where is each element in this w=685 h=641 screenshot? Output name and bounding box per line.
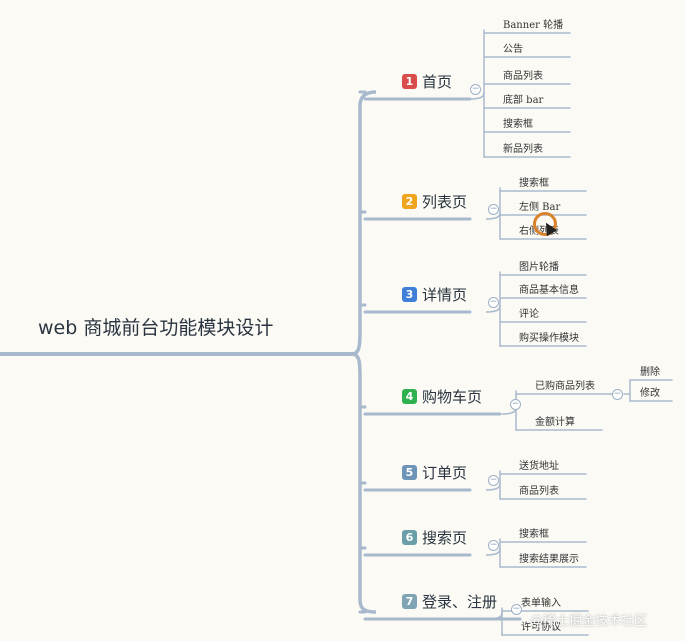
- number-badge: 7: [402, 594, 417, 609]
- leaf-node[interactable]: Banner 轮播: [503, 20, 564, 31]
- leaf-node[interactable]: 许可协议: [521, 622, 561, 633]
- mouse-cursor-highlight: [533, 212, 557, 236]
- leaf-node[interactable]: 金额计算: [535, 417, 575, 428]
- leaf-node[interactable]: 搜索框: [519, 178, 549, 189]
- branch-label: 详情页: [422, 286, 468, 304]
- collapse-toggle-icon[interactable]: −: [488, 297, 499, 308]
- branch-5[interactable]: 5 订单页: [402, 462, 467, 483]
- branch-6[interactable]: 6 搜索页: [402, 527, 467, 548]
- collapse-toggle-icon[interactable]: −: [470, 84, 481, 95]
- collapse-toggle-icon[interactable]: −: [612, 389, 623, 400]
- collapse-toggle-icon[interactable]: −: [488, 204, 499, 215]
- branch-1[interactable]: 1 首页: [402, 71, 452, 92]
- branch-3[interactable]: 3 详情页: [402, 284, 467, 305]
- leaf-node[interactable]: 搜索结果展示: [519, 554, 579, 565]
- leaf-node[interactable]: 商品基本信息: [519, 285, 579, 296]
- leaf-node[interactable]: 搜索框: [519, 529, 549, 540]
- leaf-node[interactable]: 修改: [640, 388, 660, 399]
- branch-2[interactable]: 2 列表页: [402, 191, 467, 212]
- branch-label: 登录、注册: [422, 593, 498, 611]
- leaf-node[interactable]: 搜索框: [503, 119, 533, 130]
- leaf-node[interactable]: 左侧 Bar: [519, 202, 561, 213]
- branch-label: 首页: [422, 73, 453, 91]
- leaf-node[interactable]: 新品列表: [503, 144, 543, 155]
- number-badge: 5: [402, 465, 417, 480]
- leaf-node[interactable]: 商品列表: [503, 71, 543, 82]
- root-topic[interactable]: web 商城前台功能模块设计: [38, 317, 274, 339]
- number-badge: 2: [402, 194, 417, 209]
- leaf-node[interactable]: 已购商品列表: [535, 381, 595, 392]
- branch-4[interactable]: 4 购物车页: [402, 386, 482, 407]
- leaf-node[interactable]: 图片轮播: [519, 262, 559, 273]
- spine-top: [351, 90, 377, 356]
- collapse-toggle-icon[interactable]: −: [510, 399, 521, 410]
- spine-bottom: [351, 352, 377, 614]
- leaf-node[interactable]: 购买操作模块: [519, 333, 579, 344]
- branch-label: 订单页: [422, 464, 468, 482]
- branch-label: 列表页: [422, 193, 468, 211]
- leaf-node[interactable]: 商品列表: [519, 486, 559, 497]
- number-badge: 6: [402, 530, 417, 545]
- watermark: @稀土掘金技术社区: [530, 614, 648, 629]
- number-badge: 4: [402, 389, 417, 404]
- collapse-toggle-icon[interactable]: −: [488, 475, 499, 486]
- number-badge: 1: [402, 74, 417, 89]
- leaf-node[interactable]: 公告: [503, 44, 523, 55]
- branch-label: 搜索页: [422, 529, 468, 547]
- leaf-node[interactable]: 送货地址: [519, 461, 559, 472]
- number-badge: 3: [402, 287, 417, 302]
- leaf-node[interactable]: 评论: [519, 309, 539, 320]
- branch-label: 购物车页: [422, 388, 483, 406]
- leaf-node[interactable]: 删除: [640, 367, 660, 378]
- branch-7[interactable]: 7 登录、注册: [402, 591, 497, 612]
- collapse-toggle-icon[interactable]: −: [488, 540, 499, 551]
- collapse-toggle-icon[interactable]: −: [511, 604, 522, 615]
- leaf-node[interactable]: 底部 bar: [503, 95, 544, 106]
- leaf-node[interactable]: 表单输入: [521, 598, 561, 609]
